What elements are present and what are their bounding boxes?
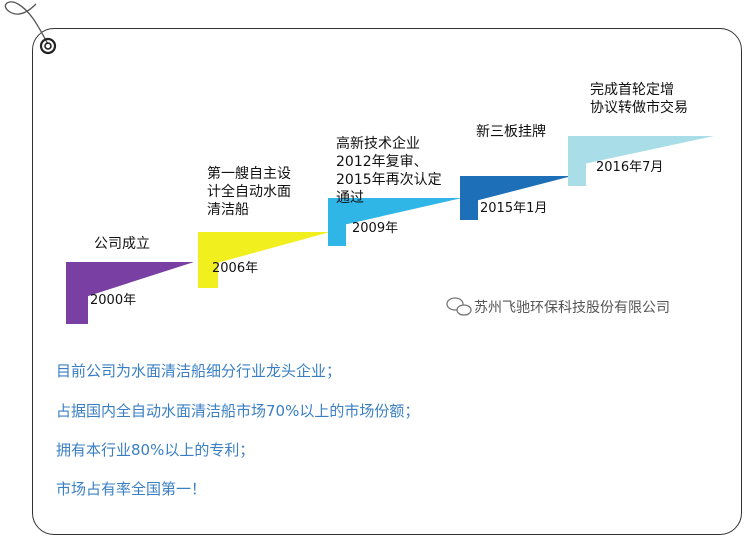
hang-tag-icon <box>4 1 57 55</box>
timeline-step-1: 2000年 公司成立 <box>66 236 194 324</box>
timeline-step-date: 2016年7月 <box>596 160 663 175</box>
timeline-step-title-line: 计全自动水面 <box>207 183 291 200</box>
timeline-step-date: 2000年 <box>90 293 136 308</box>
timeline-step-title-line: 通过 <box>336 190 364 206</box>
timeline-step-title-line: 协议转做市交易 <box>590 99 688 116</box>
timeline-step-title-line: 公司成立 <box>94 236 150 252</box>
timeline-step-title-line: 高新技术企业 <box>336 135 420 152</box>
timeline-step-date: 2006年 <box>212 261 258 276</box>
timeline-step-title-line: 新三板挂牌 <box>476 123 546 140</box>
timeline-step-block <box>66 262 194 324</box>
timeline-step-date: 2009年 <box>352 221 398 236</box>
timeline-step-block <box>568 136 714 186</box>
watermark-text: 苏州飞驰环保科技股份有限公司 <box>474 300 670 316</box>
timeline-step-title-line: 2015年再次认定 <box>336 172 442 188</box>
bullet-patents: 拥有本行业80%以上的专利； <box>56 441 255 459</box>
timeline-step-title-line: 清洁船 <box>207 202 249 218</box>
timeline-step-title-line: 第一艘自主设 <box>207 165 291 182</box>
timeline-step-block <box>328 198 462 246</box>
watermark: 苏州飞驰环保科技股份有限公司 <box>446 297 670 316</box>
timeline-step-title-line: 完成首轮定增 <box>590 82 674 98</box>
timeline-step-title-line: 2012年复审、 <box>336 153 428 170</box>
bullet-market-share: 占据国内全自动水面清洁船市场70%以上的市场份额； <box>56 402 420 420</box>
wechat-icon <box>446 297 472 316</box>
content-card <box>32 28 742 535</box>
timeline-step-date: 2015年1月 <box>480 201 547 216</box>
bullet-rank: 市场占有率全国第一！ <box>56 480 207 498</box>
timeline-step-block <box>460 176 572 220</box>
timeline-step-block <box>198 232 330 288</box>
bullet-leader: 目前公司为水面清洁船细分行业龙头企业； <box>56 362 342 380</box>
